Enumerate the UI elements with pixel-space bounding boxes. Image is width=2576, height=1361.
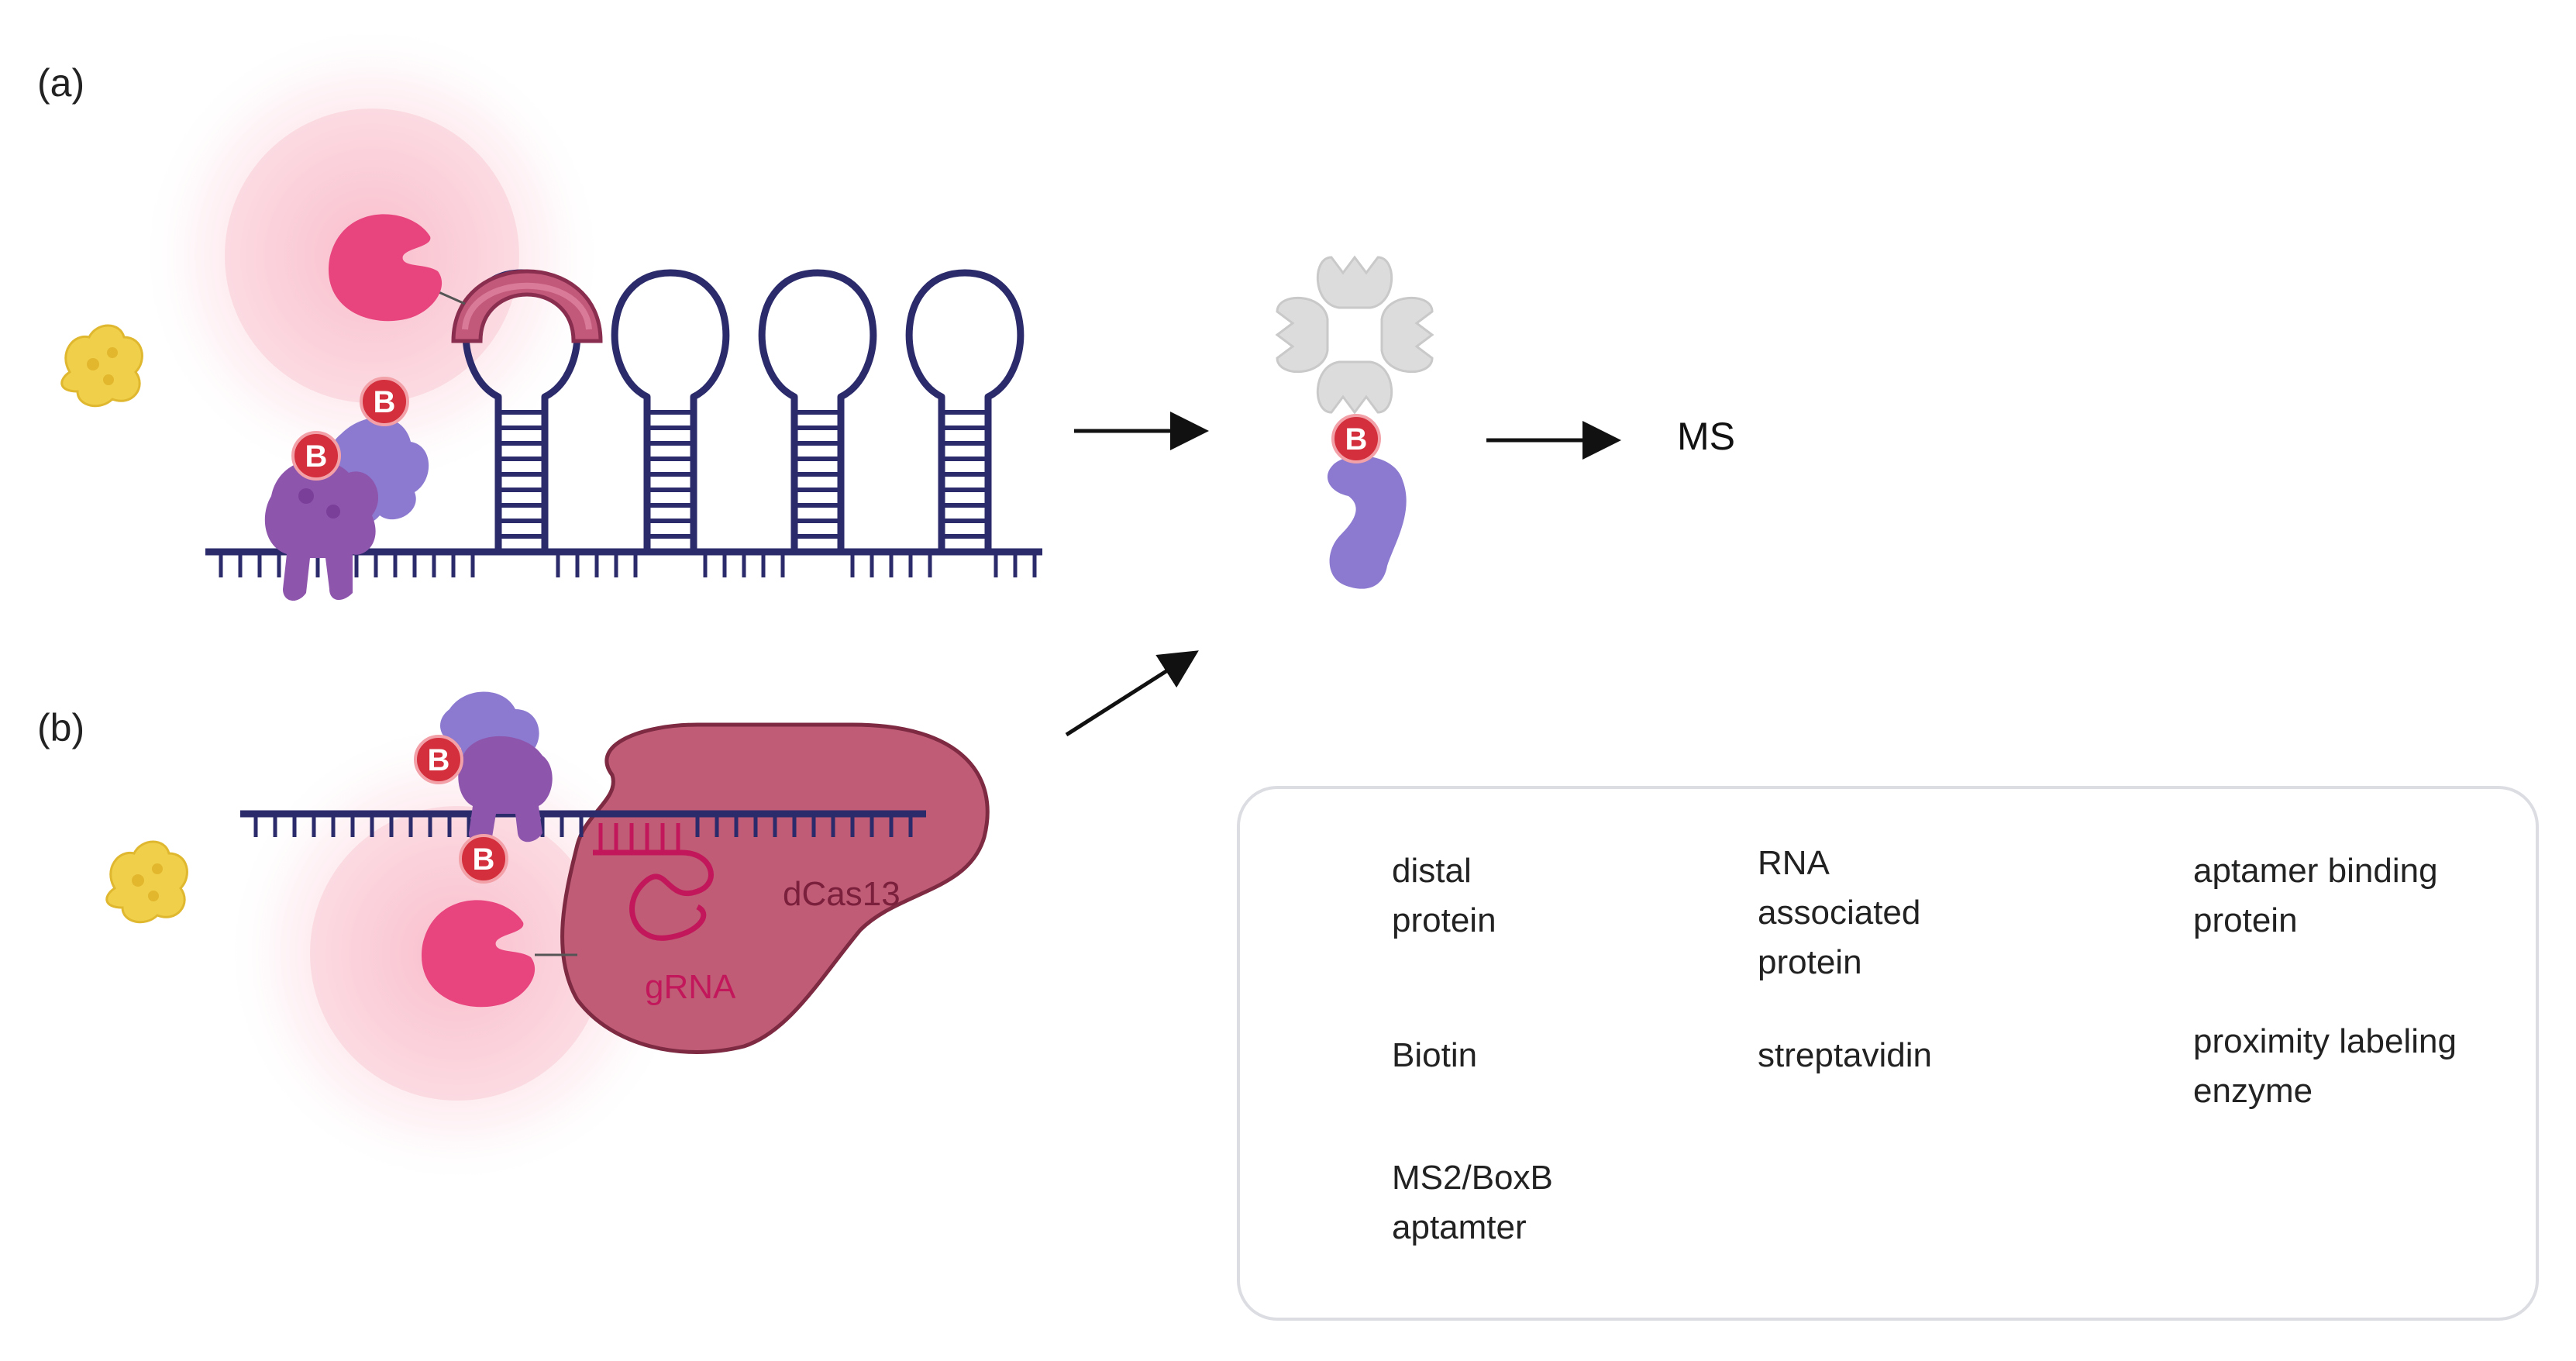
biotin-captured-letter: B [1345, 422, 1368, 457]
panel-b-label: (b) [37, 706, 85, 749]
biotin-b1-letter: B [428, 743, 450, 777]
arrow-b-to-pulldown [1065, 650, 1199, 737]
legend-streptavidin-label: streptavidin [1758, 1036, 1933, 1074]
proximity-labeling-enzyme-b [421, 900, 536, 1008]
legend-panel [1237, 786, 2539, 1321]
aptamer-binding-protein [451, 269, 603, 343]
streptavidin-pulldown: B [1276, 256, 1434, 589]
proximity-labeling-enzyme-a [328, 214, 443, 322]
biotin-a1-letter: B [374, 385, 396, 419]
legend-distal-protein-label: distal protein [1392, 852, 1496, 939]
legend-biotin-label: Biotin [1392, 1036, 1478, 1074]
legend-aptamer-binding-protein-label: aptamer binding protein [2193, 852, 2438, 939]
dcas13-protein [560, 722, 990, 1054]
dcas13-label: dCas13 [783, 875, 901, 913]
rna-strand-b [240, 810, 926, 837]
aptamer-hairpin-4 [909, 273, 1021, 552]
panel-a: B B [60, 23, 1042, 601]
rna-associated-protein-a [264, 417, 429, 601]
distal-protein-b [105, 840, 188, 924]
legend-proximity-labeling-enzyme-label: proximity labeling enzyme [2193, 1022, 2457, 1110]
panel-b: dCas13 [105, 691, 990, 1186]
panel-a-label: (a) [37, 61, 85, 105]
aptamer-hairpin-2 [615, 273, 726, 552]
biotin-a2-letter: B [305, 439, 328, 474]
captured-rna-protein [1327, 456, 1407, 589]
distal-protein-a [60, 324, 143, 408]
grna [593, 823, 714, 941]
rna-associated-protein-b [440, 691, 553, 843]
ms-label: MS [1677, 415, 1735, 458]
grna-label: gRNA [645, 968, 736, 1006]
streptavidin-cluster [1276, 256, 1434, 414]
legend-rna-associated-protein-label: RNA associated protein [1758, 844, 1921, 981]
legend-aptamer-label: MS2/BoxB aptamter [1392, 1159, 1553, 1246]
biotin-b2-letter: B [473, 842, 495, 877]
aptamer-hairpin-3 [762, 273, 873, 552]
